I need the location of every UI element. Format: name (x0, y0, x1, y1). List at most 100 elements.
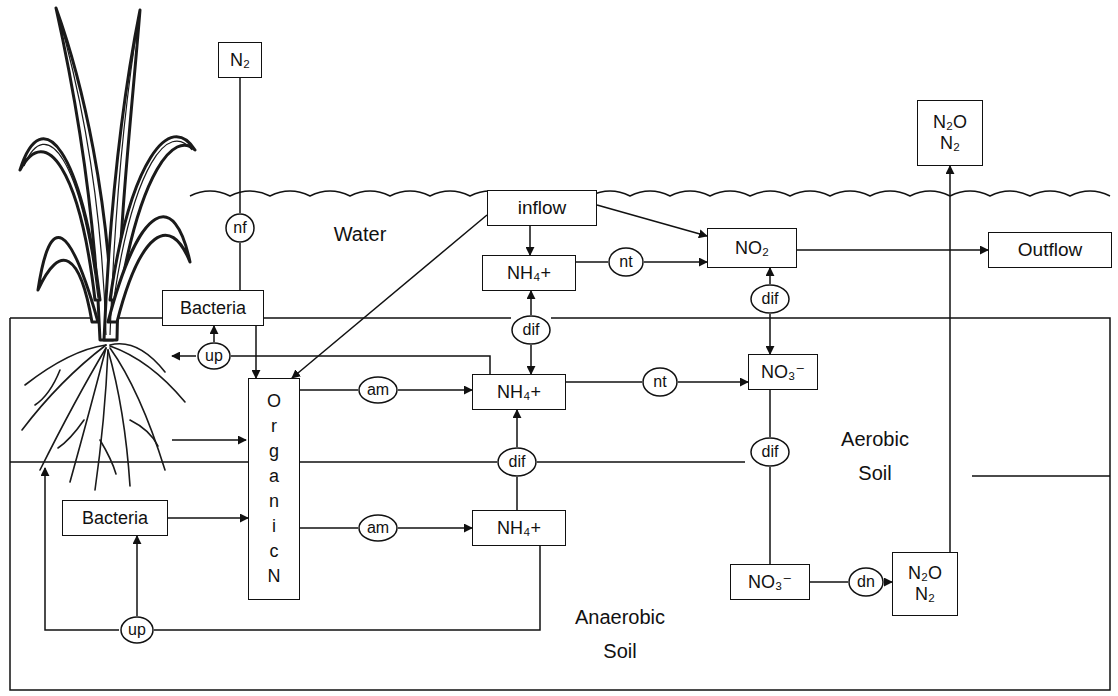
process-circle: dif (750, 437, 790, 467)
circle-shape (609, 248, 643, 276)
flow-arrow (292, 215, 487, 378)
flow-arrow (136, 536, 138, 616)
uptake-leaders (45, 356, 246, 630)
flow-arrow (949, 166, 951, 552)
node-label: dif (509, 453, 526, 471)
flow-arrow (239, 243, 241, 290)
pool-box: inflow (487, 190, 597, 226)
circle-shape (849, 568, 883, 596)
flow-arrow (769, 390, 771, 437)
flow-arrow (398, 527, 472, 529)
node-label: Bacteria (82, 508, 148, 529)
flow-arrow (239, 78, 241, 213)
flow-arrow (530, 345, 532, 374)
node-label: dif (762, 290, 779, 308)
flow-arrow (529, 226, 531, 255)
node-label: am (367, 381, 389, 399)
node-label: NH₄+ (507, 263, 551, 284)
circle-shape (359, 515, 397, 541)
pool-box: NH₄+ (482, 255, 576, 291)
process-circle: dn (848, 567, 884, 597)
process-circle: dif (750, 284, 790, 314)
flow-arrow (231, 356, 490, 374)
pool-column: Organic N (248, 378, 300, 600)
node-label: nt (653, 373, 666, 391)
node-label: dn (857, 573, 875, 591)
node-label: NH₄+ (497, 382, 541, 403)
pool-box: Bacteria (62, 500, 168, 536)
flow-arrow (769, 314, 771, 354)
region-label: Anaerobic Soil (575, 600, 665, 668)
circle-shape (198, 343, 230, 369)
pool-box: NO₂ (707, 228, 797, 268)
node-label: Organic N (261, 389, 288, 589)
node-label: nf (233, 219, 246, 237)
flow-arrow (644, 261, 707, 263)
node-label: N₂O N₂ (908, 563, 942, 604)
flow-arrow (769, 467, 771, 564)
node-label: Bacteria (180, 298, 246, 319)
pool-box: N₂O N₂ (917, 100, 983, 166)
node-label: NH₄+ (497, 518, 541, 539)
plant-roots (22, 344, 185, 490)
circle-shape (643, 368, 677, 396)
pool-box: NH₄+ (472, 510, 566, 546)
plant-midribs (24, 14, 192, 335)
flow-arrow (769, 268, 771, 284)
process-circle: nt (642, 367, 678, 397)
node-label: dif (762, 443, 779, 461)
pool-box: Bacteria (162, 290, 264, 326)
node-label: nt (619, 253, 632, 271)
flow-arrow (516, 477, 518, 510)
node-label: up (128, 621, 146, 639)
flow-arrow (213, 326, 215, 342)
node-label: am (367, 519, 389, 537)
flow-arrow (154, 546, 540, 630)
circle-shape (359, 377, 397, 403)
node-label: up (205, 347, 223, 365)
flow-arrow (597, 205, 707, 236)
node-label: inflow (518, 197, 567, 219)
circle-shape (498, 448, 536, 476)
flow-arrow (168, 517, 248, 519)
flow-arrow (576, 261, 608, 263)
process-circle: dif (497, 447, 537, 477)
node-label: NO₃⁻ (748, 572, 792, 593)
flow-arrow (797, 249, 988, 251)
water-surface (190, 191, 1110, 196)
aerobic-boundary (10, 462, 1110, 476)
node-label: dif (523, 321, 540, 339)
soil-border (10, 318, 1110, 690)
pool-box: NO₃⁻ (730, 564, 810, 600)
process-circle: dif (511, 315, 551, 345)
circle-shape (226, 214, 254, 242)
circle-shape (121, 617, 153, 643)
pool-box: Outflow (988, 232, 1112, 268)
circle-shape (751, 438, 789, 466)
flow-arrow (398, 389, 472, 391)
node-label: NO₂ (735, 238, 769, 259)
process-circle: nf (225, 213, 255, 243)
soil-outline (10, 318, 1110, 690)
flow-arrow (810, 581, 848, 583)
pool-box: NO₃⁻ (748, 354, 818, 390)
process-circle: am (358, 376, 398, 404)
node-label: NO₃⁻ (761, 362, 805, 383)
flow-arrow (300, 527, 358, 529)
flow-arrow (530, 291, 532, 315)
node-label: N₂ (230, 50, 250, 71)
process-circle: am (358, 514, 398, 542)
pool-box: N₂ (218, 42, 262, 78)
process-circle: up (120, 616, 154, 644)
flow-arrow (566, 381, 642, 383)
pool-box: N₂O N₂ (892, 552, 958, 616)
node-label: Outflow (1018, 239, 1082, 261)
flow-arrow (255, 326, 257, 378)
region-label: Water (334, 222, 387, 246)
node-label: N₂O N₂ (933, 112, 967, 153)
circle-shape (512, 316, 550, 344)
circle-shape (751, 285, 789, 313)
pool-box: NH₄+ (472, 374, 566, 410)
flow-arrow (300, 389, 358, 391)
